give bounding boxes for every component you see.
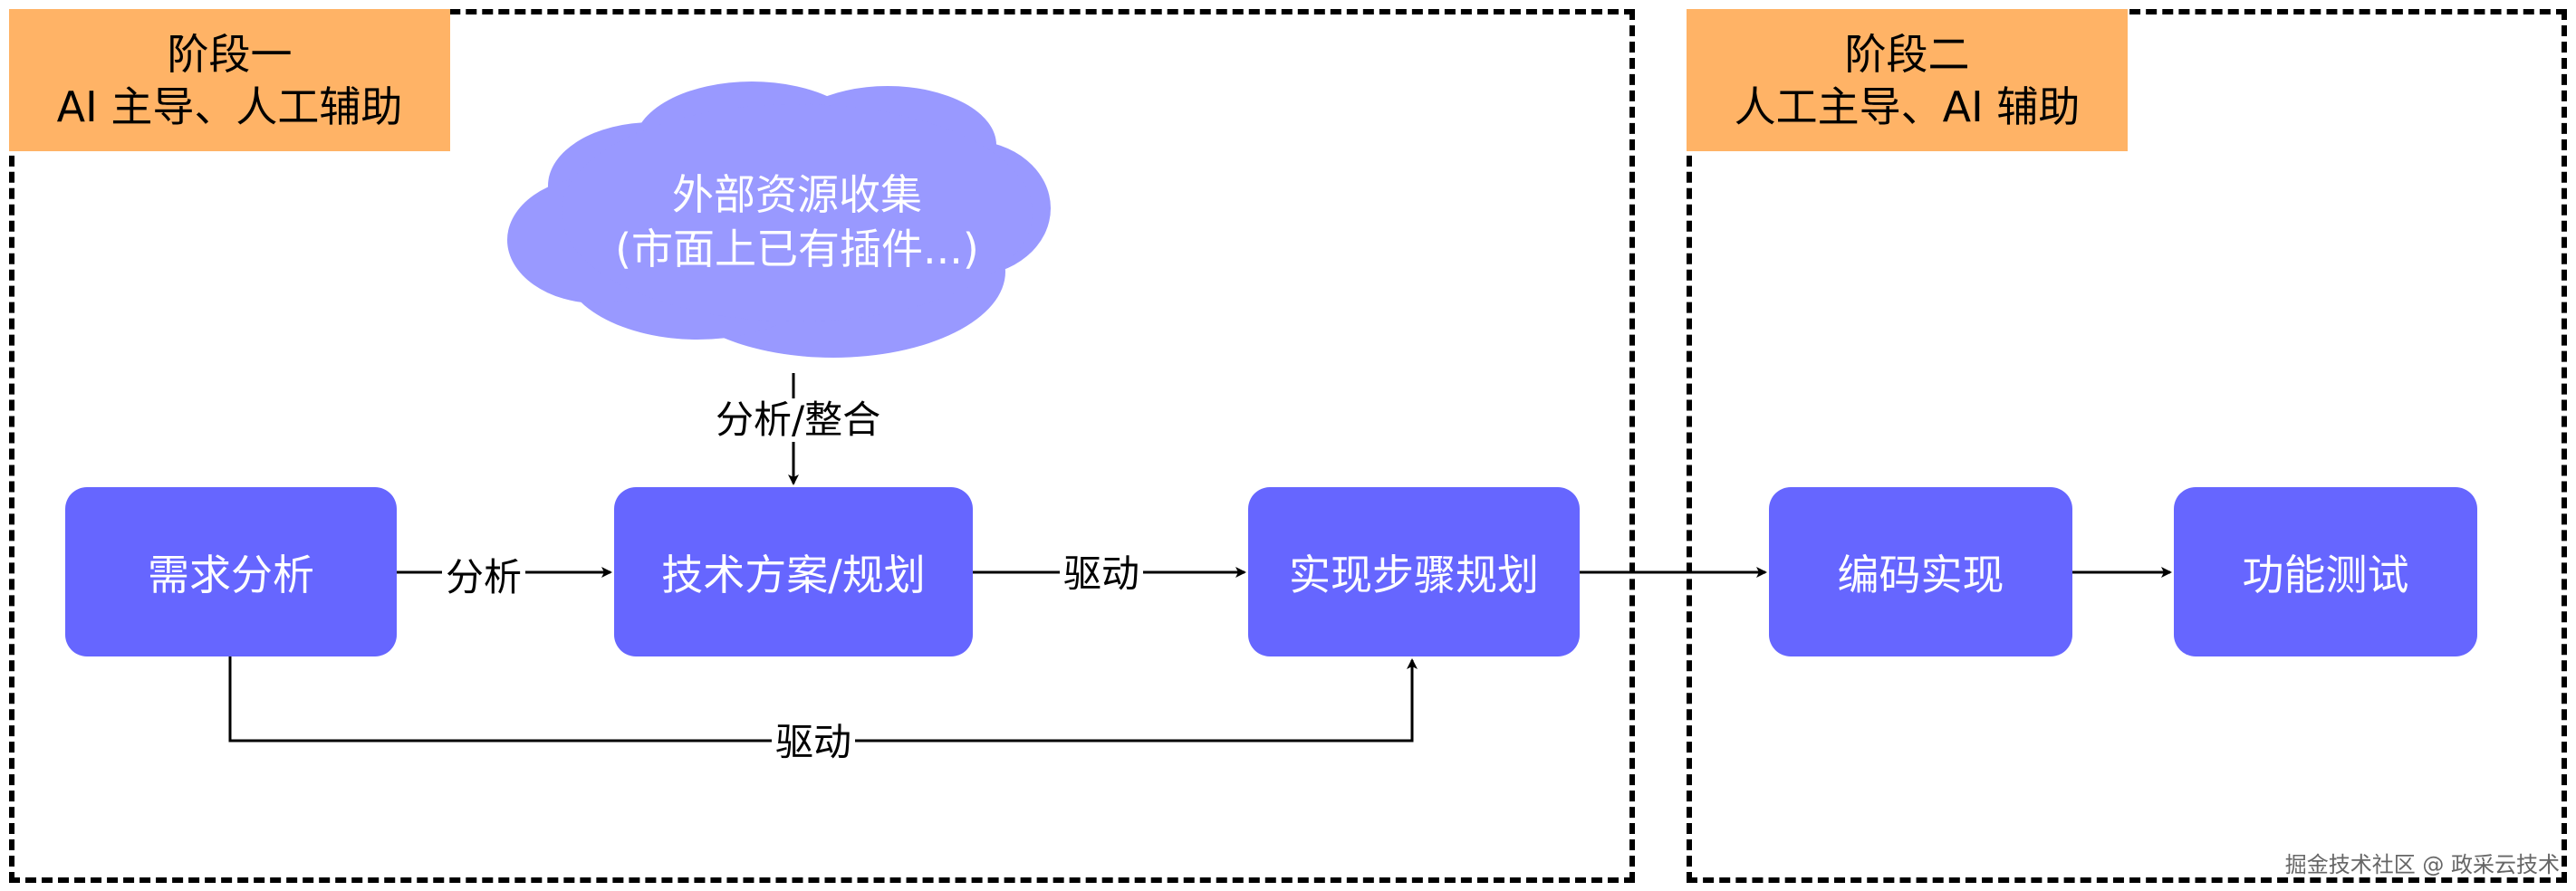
cloud-label-line2: (市面上已有插件...) — [615, 225, 979, 273]
edge-label-analyze: 分析 — [442, 556, 526, 599]
stage-one-container — [9, 9, 1635, 883]
node-implementation-plan[interactable]: 实现步骤规划 — [1248, 487, 1580, 656]
watermark: 掘金技术社区 @ 政采云技术 — [2284, 852, 2560, 877]
stage-two-subtitle: 人工主导、AI 辅助 — [1734, 81, 2081, 131]
stage-one-label: 阶段一 AI 主导、人工辅助 — [9, 9, 450, 151]
cloud-label-line1: 外部资源收集 — [672, 170, 922, 219]
cloud-label: 外部资源收集 (市面上已有插件...) — [543, 154, 1051, 290]
edge-label-integrate: 分析/整合 — [712, 398, 885, 442]
edge-label-drive-tech-to-impl: 驱动 — [1060, 552, 1144, 596]
external-resources-cloud — [507, 81, 1051, 358]
node-requirements-analysis[interactable]: 需求分析 — [65, 487, 397, 656]
stage-two-label: 阶段二 人工主导、AI 辅助 — [1687, 9, 2128, 151]
node-testing[interactable]: 功能测试 — [2174, 487, 2477, 656]
node-tech-plan[interactable]: 技术方案/规划 — [614, 487, 973, 656]
stage-one-title: 阶段一 — [167, 29, 293, 79]
edge-label-drive-req-to-impl: 驱动 — [772, 721, 856, 764]
stage-two-title: 阶段二 — [1844, 29, 1970, 79]
node-coding[interactable]: 编码实现 — [1769, 487, 2072, 656]
stage-one-subtitle: AI 主导、人工辅助 — [56, 81, 403, 131]
